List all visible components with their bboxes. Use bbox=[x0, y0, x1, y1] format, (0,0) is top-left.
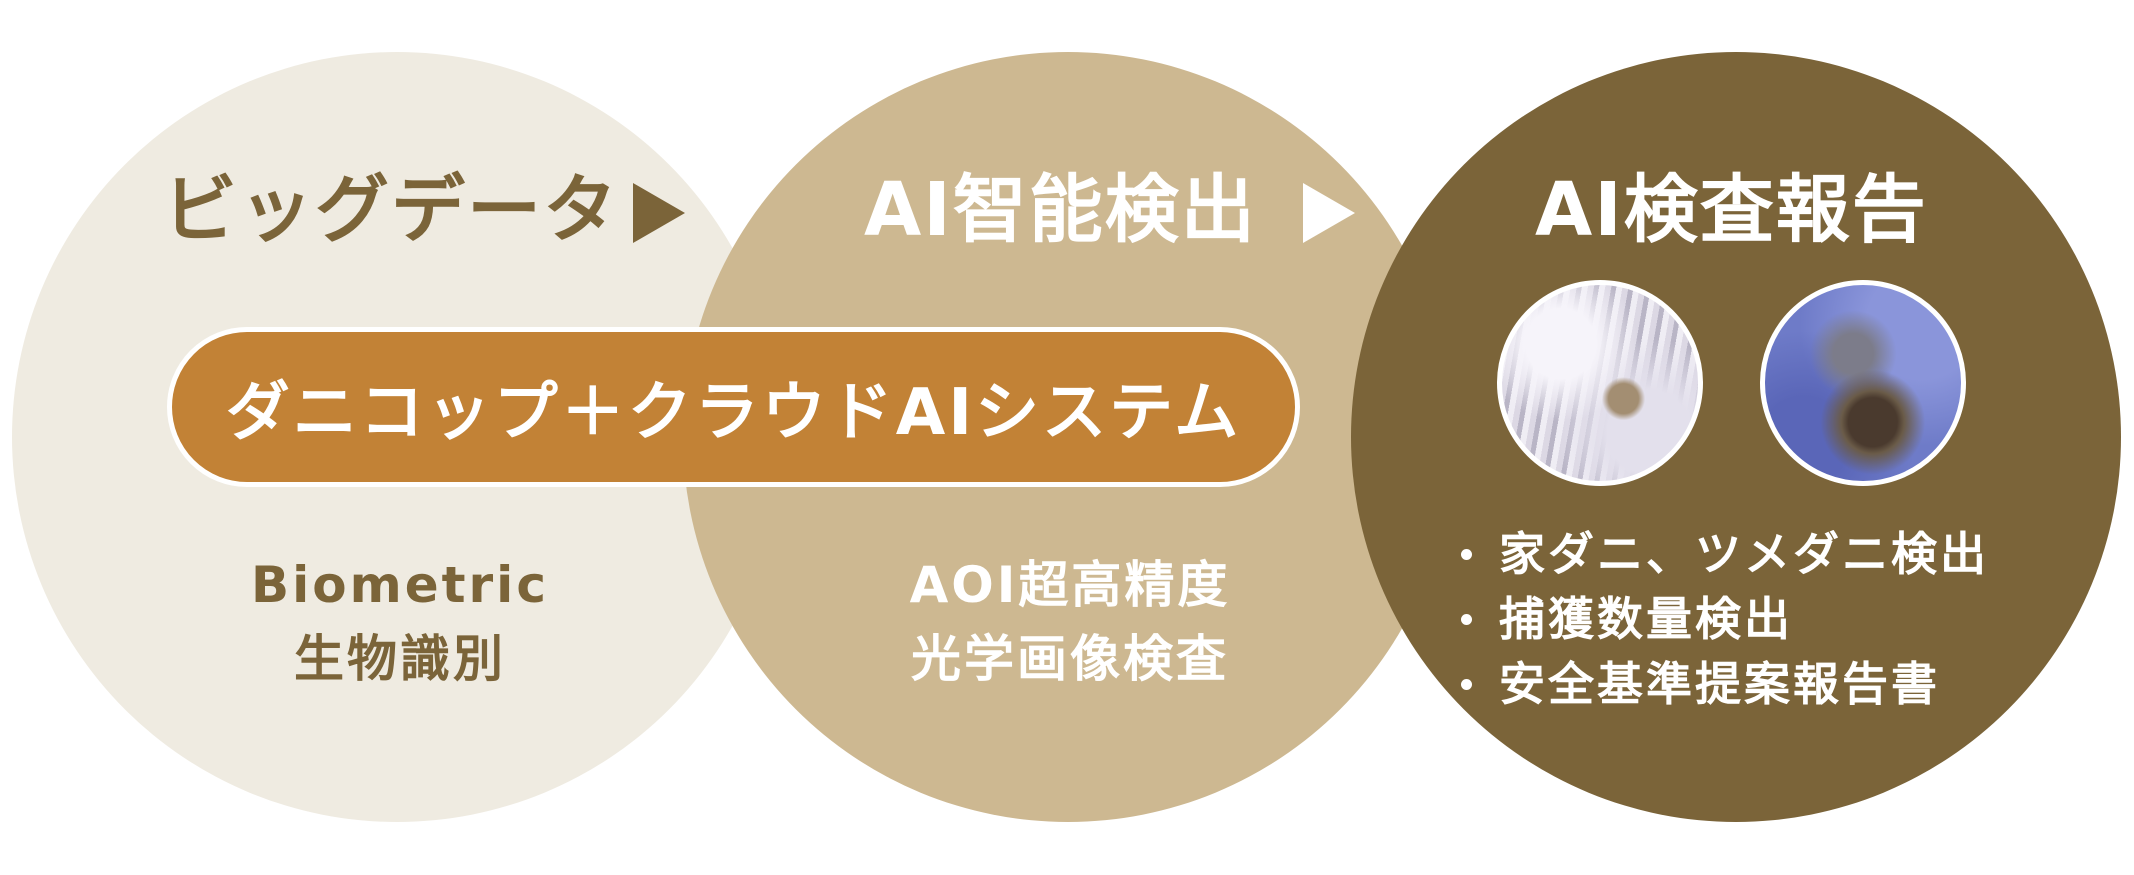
system-label: ダニコップ＋クラウドAIシステム bbox=[225, 376, 1242, 450]
bullet-icon bbox=[1461, 679, 1472, 690]
subtitle-line: AOI超高精度 bbox=[909, 556, 1231, 614]
stage-title-ai-report: AI検査報告 bbox=[1535, 167, 1928, 253]
mite-microscope-image bbox=[1497, 280, 1703, 486]
feature-item: 安全基準提案報告書 bbox=[1455, 652, 1989, 717]
feature-label: 家ダニ、ツメダニ検出 bbox=[1499, 527, 1989, 581]
feature-item: 家ダニ、ツメダニ検出 bbox=[1455, 522, 1989, 587]
stage-title-big-data: ビッグデータ bbox=[163, 167, 619, 253]
play-arrow-icon bbox=[633, 183, 685, 243]
system-label-banner: ダニコップ＋クラウドAIシステム bbox=[167, 327, 1300, 487]
feature-label: 安全基準提案報告書 bbox=[1499, 657, 1940, 711]
feature-label: 捕獲数量検出 bbox=[1499, 592, 1793, 646]
stage-subtitle-ai-detection: AOI超高精度 光学画像検査 bbox=[870, 548, 1270, 696]
play-arrow-icon bbox=[1303, 183, 1355, 243]
report-feature-list: 家ダニ、ツメダニ検出 捕獲数量検出 安全基準提案報告書 bbox=[1455, 522, 1989, 717]
subtitle-line: 生物識別 bbox=[294, 630, 506, 688]
stage-title-ai-detection: AI智能検出 bbox=[864, 167, 1257, 253]
bullet-icon bbox=[1461, 614, 1472, 625]
subtitle-line: 光学画像検査 bbox=[911, 630, 1229, 688]
bullet-icon bbox=[1461, 549, 1472, 560]
feature-item: 捕獲数量検出 bbox=[1455, 587, 1989, 652]
stage-circle-ai-report bbox=[1351, 52, 2121, 822]
subtitle-line: Biometric bbox=[251, 556, 549, 614]
mite-microscope-image bbox=[1760, 280, 1966, 486]
stage-subtitle-big-data: Biometric 生物識別 bbox=[200, 548, 600, 696]
